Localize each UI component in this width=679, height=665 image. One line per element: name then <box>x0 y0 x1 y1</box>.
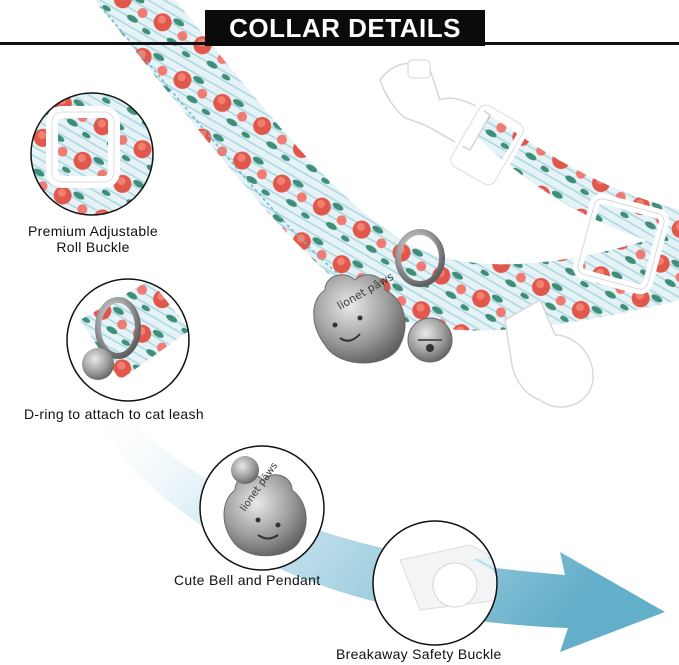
page-title-text: COLLAR DETAILS <box>229 12 461 43</box>
feature-label-bell-pendant: Cute Bell and Pendant <box>174 572 321 588</box>
collar-strap <box>95 0 679 331</box>
d-ring <box>395 229 445 287</box>
bell <box>407 317 453 363</box>
flow-arrow <box>100 400 665 652</box>
feature-label-d-ring: D-ring to attach to cat leash <box>24 406 204 422</box>
breakaway-clip-top <box>379 59 528 190</box>
detail-roll-buckle <box>31 93 153 215</box>
pendant-tag: lionet pāws <box>313 270 406 364</box>
breakaway-clip-bottom <box>504 298 594 408</box>
detail-d-ring <box>67 279 189 401</box>
feature-label-line2: Roll Buckle <box>56 239 130 255</box>
feature-label-line1: Premium Adjustable <box>28 223 158 239</box>
page-title: COLLAR DETAILS <box>205 10 485 46</box>
collar-strap-end <box>470 115 679 250</box>
detail-bell-pendant: lionet pāws <box>200 446 324 570</box>
detail-breakaway-buckle <box>373 521 497 645</box>
feature-label-breakaway-buckle: Breakaway Safety Buckle <box>336 646 502 662</box>
feature-label-roll-buckle: Premium Adjustable Roll Buckle <box>18 223 168 255</box>
